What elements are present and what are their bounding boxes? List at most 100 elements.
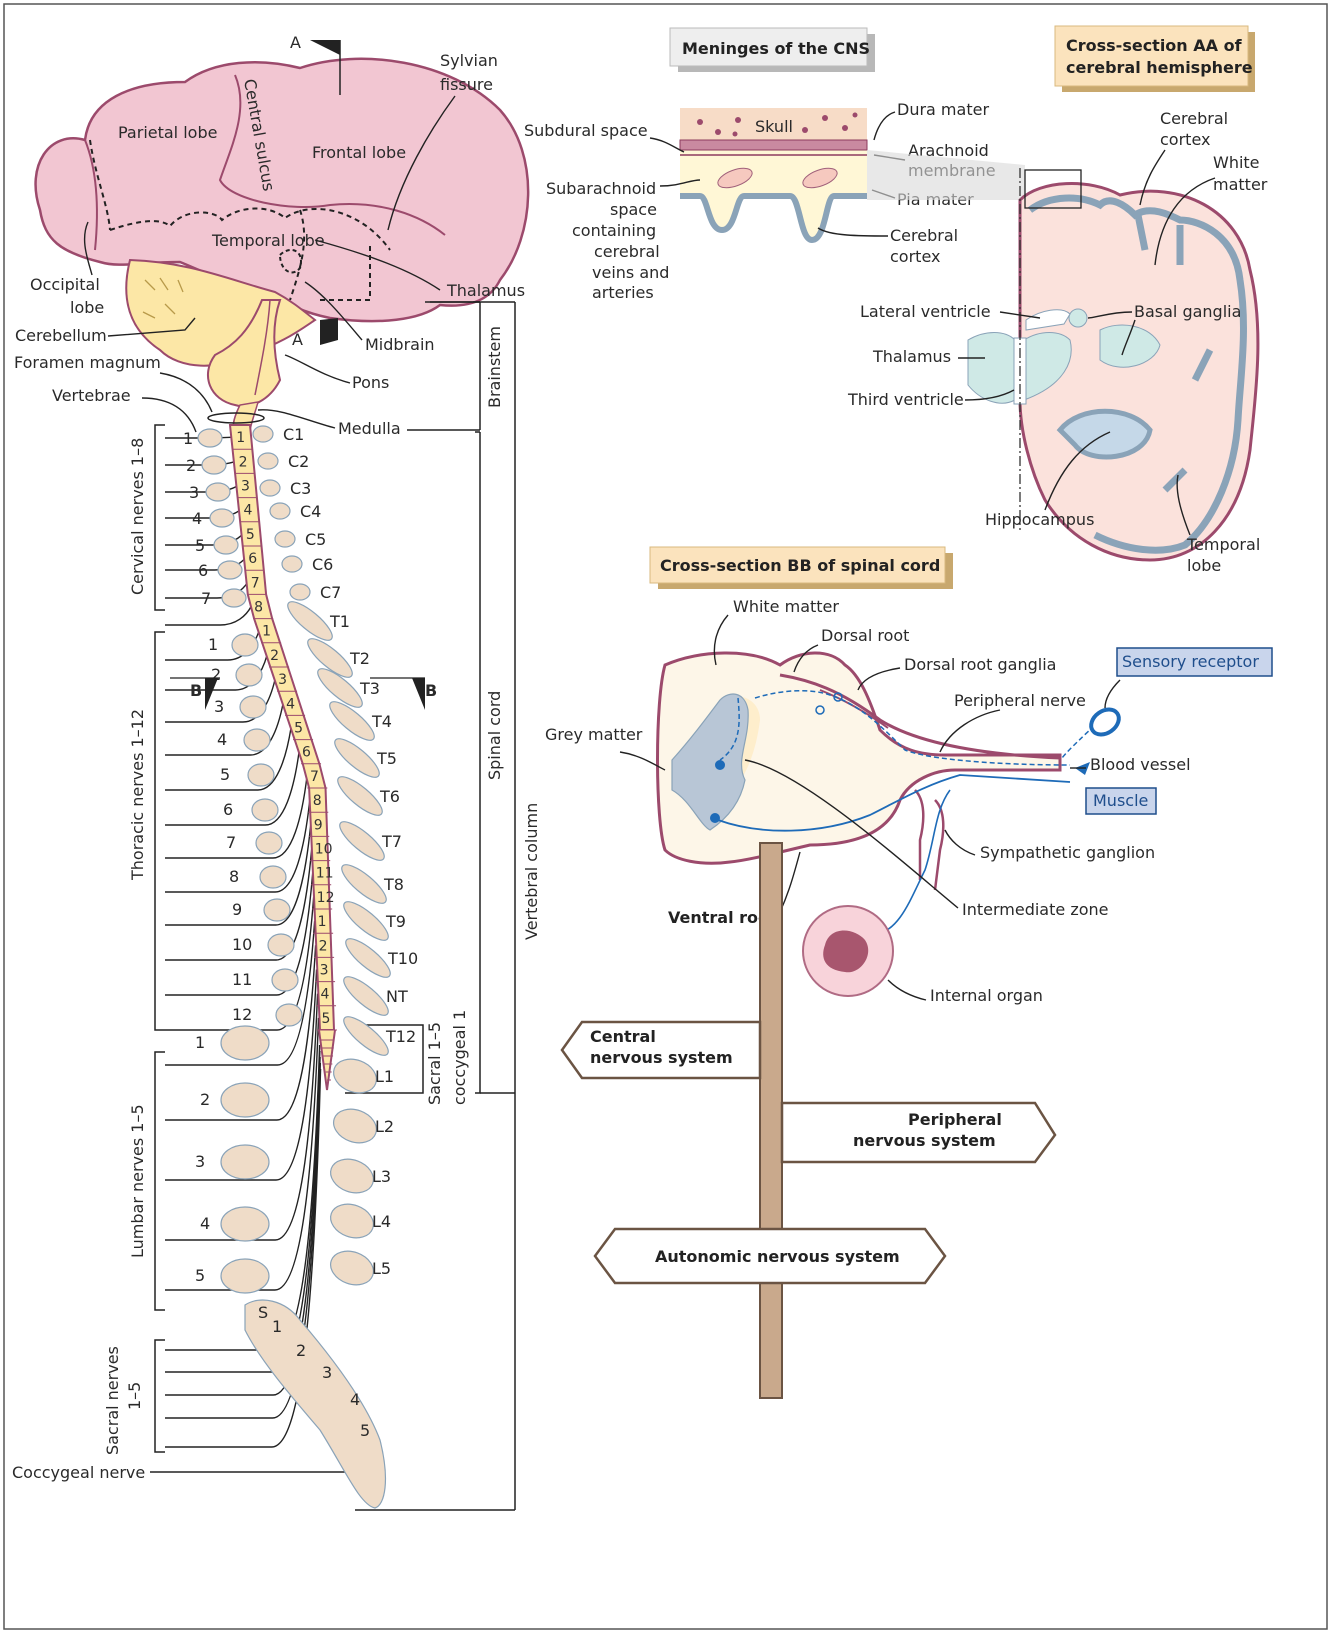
vertebra-process [253,426,273,442]
hemisphere-title-1: Cross-section AA of [1066,36,1243,55]
vertebra-process [270,503,290,519]
muscle-label: Muscle [1093,791,1148,810]
hippocampus-label: Hippocampus [985,510,1094,529]
hemisphere-thalamus-label: Thalamus [872,347,951,366]
sacral-coccygeal-label-2: coccygeal 1 [450,1010,469,1105]
thoracic-vertebra [252,799,278,821]
thoracic-vertebra [256,832,282,854]
peripheral-ns-label-2: nervous system [853,1131,996,1150]
sacral-nerves-label-1: Sacral nerves [103,1346,122,1455]
cervical-vertebra [198,429,222,447]
thoracic-number: 10 [232,935,252,954]
sacral-number: 2 [296,1341,306,1360]
vertebra-label: T8 [383,875,404,894]
signpost-pole [760,843,782,1398]
thoracic-vertebra [268,934,294,956]
vertebra-label: C1 [283,425,304,444]
lumbar-bracket [155,1052,165,1310]
cord-segment-number: 1 [318,914,327,930]
vertebra-label: C7 [320,583,341,602]
vertebra-process [290,584,310,600]
vertebra-label: T7 [381,832,402,851]
vertebra-process [282,556,302,572]
thoracic-number: 12 [232,1005,252,1024]
cord-segment-number: 3 [278,672,287,688]
vertebra-process [326,1198,378,1243]
cord-segment-number: 5 [294,721,303,737]
subarachnoid-label-3: containing [572,221,656,240]
cord-segment-number: 8 [313,793,322,809]
vertebrae-leader [142,398,196,432]
sacral-number: 4 [350,1390,360,1409]
grey-matter-label: Grey matter [545,725,643,744]
thoracic-vertebra [232,634,258,656]
cervical-number: 2 [186,456,196,475]
lumbar-vertebra [221,1207,269,1241]
cervical-number: 4 [192,509,202,528]
lumbar-vertebra [221,1026,269,1060]
vertebra-label: L3 [372,1167,391,1186]
cord-segment-number: 7 [310,769,319,785]
temporal-lobe-label-2: lobe [1187,556,1221,575]
dura-layer [680,140,867,150]
vertebra-label: T9 [385,912,406,931]
internal-organ-label: Internal organ [930,986,1043,1005]
cord-segment-number: 4 [286,696,295,712]
cord-segment-number: 3 [320,963,329,979]
dura-label: Dura mater [897,100,989,119]
sympathetic-ganglion-label: Sympathetic ganglion [980,843,1155,862]
subarachnoid-label-4: cerebral [594,242,660,261]
cervical-bracket [155,425,165,610]
conus-medullaris [319,1030,335,1090]
central-ns-label-2: nervous system [590,1048,733,1067]
pons-label: Pons [352,373,389,392]
magnify-wedge [867,150,1025,200]
thoracic-number: 9 [232,900,242,919]
vertebra-label: C3 [290,479,311,498]
vertebra-label: NT [386,987,408,1006]
cord-segment-number: 2 [319,938,328,954]
occipital-label-1: Occipital [30,275,100,294]
cord-segment-number: 7 [251,575,260,591]
thoracic-nerves-label: Thoracic nerves 1–12 [128,709,147,881]
subarachnoid-label-5: veins and [592,263,669,282]
cervical-number: 7 [201,589,211,608]
white-matter-label-2: matter [1213,175,1268,194]
vertebra-label: C4 [300,502,321,521]
left-brackets [155,425,165,1452]
dorsal-root-ganglia-label: Dorsal root ganglia [904,655,1056,674]
vertebra-label: T5 [376,749,397,768]
basal-ganglia-small [1069,309,1087,327]
vertebra-label: L2 [375,1117,394,1136]
sensory-neuron-dot [715,760,725,770]
sensory-receptor-label: Sensory receptor [1122,652,1259,671]
skull-label: Skull [755,117,793,136]
vertebra-label: C5 [305,530,326,549]
section-b-left-label: B [190,681,202,700]
meninges-panel [670,28,875,262]
vertebra-process [258,453,278,469]
cord-segment-number: 1 [262,624,271,640]
pons-leader [285,355,350,383]
vertebra-label: T6 [379,787,400,806]
sacral-number: 3 [322,1363,332,1382]
cerebellum-label: Cerebellum [15,326,107,345]
vertebra-process [326,1153,378,1198]
vertebra-labels: C1C2C3C4C5C6C7T1T2T3T4T5T6T7T8T9T10NTT12… [283,425,418,1278]
third-ventricle-label: Third ventricle [847,390,964,409]
hemisphere-title-2: cerebral hemisphere [1066,58,1253,77]
foramen-magnum-label: Foramen magnum [14,353,161,372]
section-a-bottom-marker [320,318,338,345]
sacral-nerves-label-2: 1–5 [125,1382,144,1410]
vertebra-label: T3 [359,679,380,698]
cervical-number: 1 [183,429,193,448]
hemisphere-title-box [1055,26,1248,86]
thoracic-vertebra [236,664,262,686]
hemisphere-cortex-label-2: cortex [1160,130,1210,149]
section-a-bottom-label: A [292,330,303,349]
spinal-section-title: Cross-section BB of spinal cord [660,556,940,575]
cord-segment-number: 3 [241,479,250,495]
thoracic-number: 11 [232,970,252,989]
internal-organ-core [823,930,868,972]
coccygeal-nerve-label: Coccygeal nerve [12,1463,145,1482]
